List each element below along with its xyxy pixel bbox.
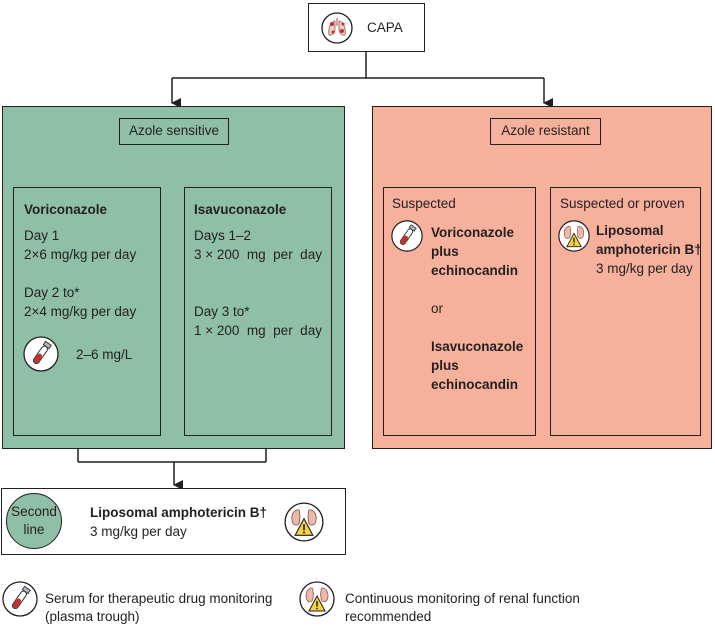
suspected-option2-line1: Isavuconazole <box>431 339 524 354</box>
suspected-or-proven-drug-line2: amphotericin B† <box>596 242 702 257</box>
suspected-or-proven-drug-line1: Liposomal <box>596 223 664 238</box>
kidney-warning-icon <box>558 220 590 257</box>
suspected-or-proven-box: Suspected or proven Liposomal amphoteric… <box>550 187 702 436</box>
legend-tdm-line1: Serum for therapeutic drug monitoring <box>45 591 273 606</box>
suspected-title: Suspected <box>392 196 456 211</box>
legend-kidney-warning-icon <box>299 581 335 622</box>
second-line-badge: Second line <box>6 493 62 549</box>
second-line-box: Second line Liposomal amphotericin B† 3 … <box>1 488 346 555</box>
azole-resistant-label: Azole resistant <box>501 123 590 138</box>
suspected-or: or <box>431 301 444 316</box>
azole-sensitive-label-box: Azole sensitive <box>119 118 229 145</box>
voriconazole-box: Voriconazole Day 1 2×6 mg/kg per day Day… <box>13 187 161 436</box>
capa-box: CAPA <box>308 3 425 52</box>
legend-renal-line2: recommended <box>345 609 432 624</box>
suspected-or-proven-title: Suspected or proven <box>560 196 685 211</box>
suspected-option1-line2: plus <box>431 244 459 259</box>
suspected-option2-line2: plus <box>431 358 459 373</box>
isavuconazole-title: Isavuconazole <box>194 202 287 217</box>
capa-label: CAPA <box>367 20 403 35</box>
isavuconazole-days12-label: Days 1–2 <box>194 228 252 243</box>
voriconazole-day2-label: Day 2 to* <box>24 285 80 300</box>
isavuconazole-day3-dose: 1 × 200 mg per day <box>194 323 322 338</box>
isavuconazole-box: Isavuconazole Days 1–2 3 × 200 mg per da… <box>184 187 332 436</box>
second-line-badge-line2: line <box>23 522 45 537</box>
voriconazole-day1-dose: 2×6 mg/kg per day <box>24 247 137 262</box>
second-line-badge-line1: Second <box>11 504 57 519</box>
legend-renal-line1: Continuous monitoring of renal function <box>345 591 580 606</box>
legend-tdm-line2: (plasma trough) <box>45 609 140 624</box>
suspected-option1-line1: Voriconazole <box>431 225 515 240</box>
voriconazole-day2-dose: 2×4 mg/kg per day <box>24 304 137 319</box>
azole-sensitive-label: Azole sensitive <box>128 123 220 138</box>
voriconazole-title: Voriconazole <box>24 202 108 217</box>
suspected-box: Suspected Voriconazole plus echinocandin… <box>383 187 536 436</box>
azole-resistant-label-box: Azole resistant <box>490 118 601 145</box>
second-line-dose: 3 mg/kg per day <box>90 524 187 539</box>
legend-blood-tube-icon <box>2 581 38 622</box>
isavuconazole-day3-label: Day 3 to* <box>194 304 250 319</box>
suspected-option1-line3: echinocandin <box>431 263 519 278</box>
voriconazole-day1-label: Day 1 <box>24 228 60 243</box>
suspected-option2-line3: echinocandin <box>431 377 519 392</box>
suspected-or-proven-dose: 3 mg/kg per day <box>596 261 693 276</box>
voriconazole-tdm-target: 2–6 mg/L <box>76 347 133 362</box>
second-line-drug: Liposomal amphotericin B† <box>90 505 268 520</box>
blood-tube-icon <box>391 220 423 257</box>
blood-tube-icon <box>23 336 59 377</box>
isavuconazole-days12-dose: 3 × 200 mg per day <box>194 247 322 262</box>
lungs-virus-icon <box>321 12 353 49</box>
kidney-warning-icon <box>284 502 324 547</box>
